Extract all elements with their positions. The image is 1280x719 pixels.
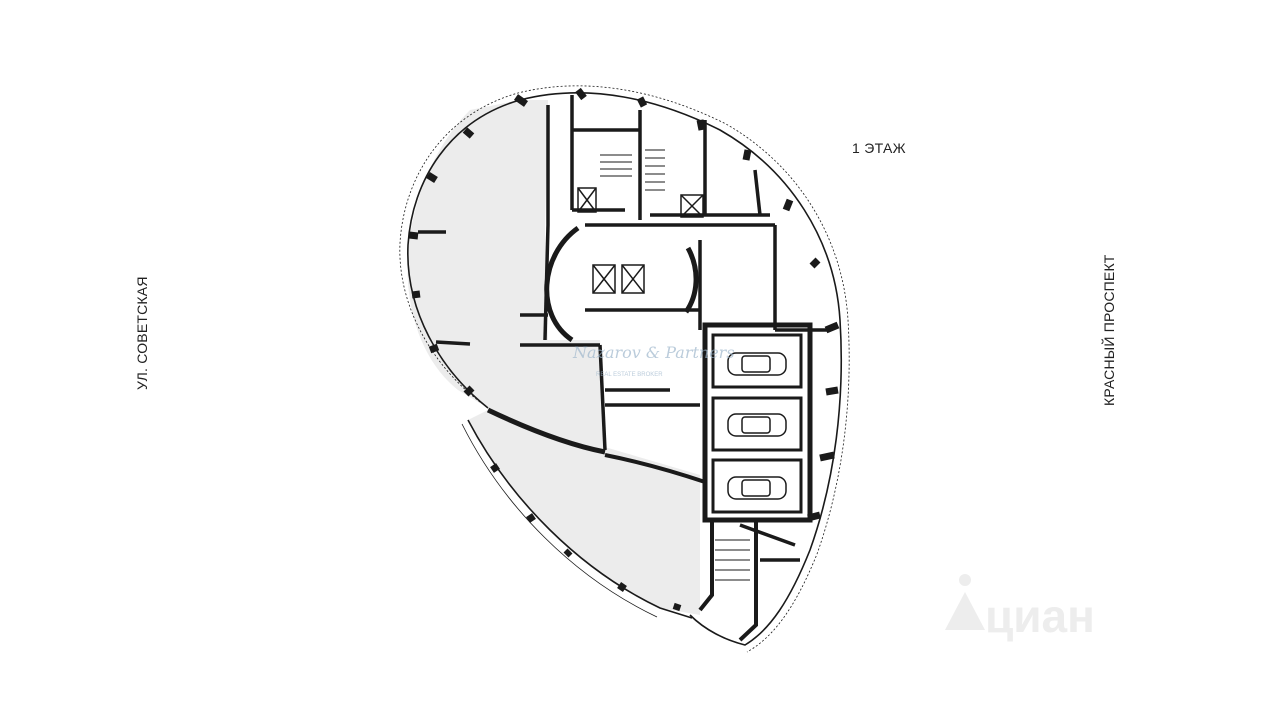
car-icon xyxy=(727,476,787,500)
cian-logo: циан xyxy=(945,574,1095,642)
watermark-tagline: REAL ESTATE BROKER xyxy=(596,372,663,378)
parked-cars xyxy=(727,352,787,500)
stairs xyxy=(600,149,750,581)
lift-shafts xyxy=(577,187,704,294)
car-icon xyxy=(727,352,787,376)
shaded-area-west xyxy=(407,100,605,452)
shaded-area-south xyxy=(468,410,700,615)
street-label-krasny-prospekt: КРАСНЫЙ ПРОСПЕКТ xyxy=(1101,254,1117,406)
floor-label: 1 ЭТАЖ xyxy=(852,140,906,156)
watermark-brand: Nazarov & Partners xyxy=(572,343,735,362)
stair-core-south xyxy=(698,520,758,642)
watermark: Nazarov & Partners REAL ESTATE BROKER xyxy=(572,343,735,378)
outer-envelope xyxy=(399,85,850,653)
cian-logo-text: циан xyxy=(985,590,1095,642)
street-label-sovetskaya: УЛ. СОВЕТСКАЯ xyxy=(134,276,150,390)
core-curves xyxy=(486,225,706,484)
car-icon xyxy=(727,413,787,437)
interior-walls xyxy=(418,95,830,562)
